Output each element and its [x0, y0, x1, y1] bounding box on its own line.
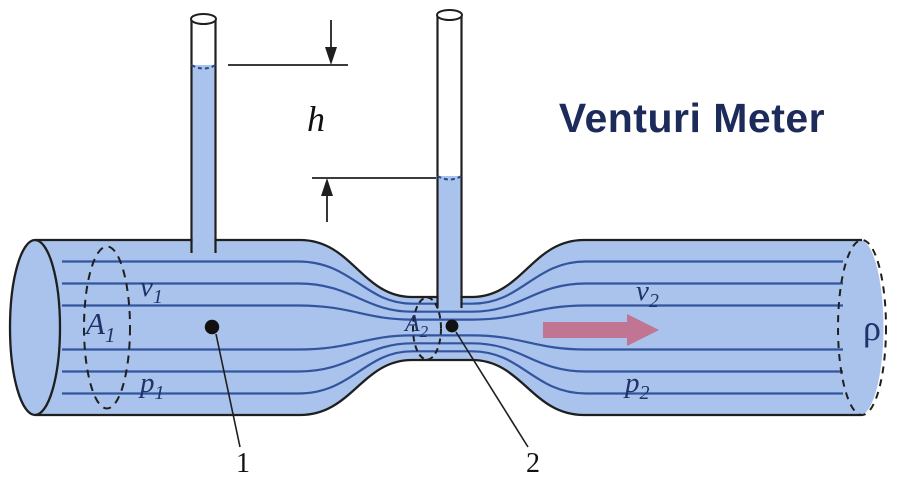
point-1-dot: [204, 319, 220, 335]
tube-1-empty: [192, 18, 215, 67]
pipe-bottom-outline: [35, 358, 862, 417]
area-2-label: A2: [403, 311, 429, 341]
streamline: [62, 350, 843, 395]
arrow-down-head: [325, 47, 337, 65]
velocity-1-sub: 1: [153, 286, 163, 308]
density-label: ρ: [863, 308, 881, 348]
pressure-2-label: p2: [623, 367, 650, 404]
area-1-base: A: [84, 306, 106, 341]
arrow-up-head: [321, 178, 333, 196]
streamline: [62, 342, 843, 373]
velocity-2-base: v: [636, 275, 649, 307]
area-1-label: A1: [84, 306, 115, 347]
manometer-tube-2: [436, 9, 463, 308]
tube-2-liquid-level: [436, 175, 463, 181]
tube-2-empty: [438, 14, 461, 178]
variable-labels: A1 v1 p1 A2 v2 p2 ρ: [84, 271, 881, 404]
flow-arrow: [543, 314, 659, 346]
area-2-sub: 2: [420, 322, 429, 341]
height-measurement: h: [228, 20, 436, 222]
tube-1-opening: [190, 13, 217, 25]
point-1-leader: [215, 333, 241, 448]
velocity-1-base: v: [140, 271, 153, 303]
pressure-1-sub: 1: [155, 382, 165, 404]
point-2-leader: [455, 331, 529, 448]
velocity-1-label: v1: [140, 271, 163, 308]
tube-2-opening: [436, 9, 463, 21]
manometer-tube-1: [190, 13, 217, 253]
point-1-label: 1: [236, 448, 250, 479]
velocity-2-sub: 2: [649, 290, 659, 312]
point-2-dot: [445, 319, 459, 333]
velocity-2-label: v2: [636, 275, 659, 312]
streamline: [62, 304, 843, 321]
area-2-base: A: [403, 311, 420, 337]
diagram-title: Venturi Meter: [559, 95, 825, 141]
area-1-sub: 1: [105, 323, 116, 347]
pressure-1-base: p: [138, 367, 155, 399]
pressure-2-sub: 2: [640, 382, 650, 404]
measurement-points: 1 2: [204, 319, 540, 479]
streamline: [62, 334, 843, 351]
tube-1-liquid-level: [190, 64, 217, 70]
cross-section-a1-ellipse: [83, 245, 131, 410]
streamline: [62, 282, 843, 313]
cross-section-a2-ellipse: [412, 296, 442, 361]
pipe-left-cap: [8, 238, 62, 417]
pressure-1-label: p1: [138, 367, 165, 404]
height-label: h: [307, 99, 325, 139]
pressure-2-base: p: [623, 367, 640, 399]
tube-1-liquid: [192, 65, 215, 253]
tube-2-liquid: [438, 176, 461, 308]
point-2-label: 2: [526, 448, 540, 479]
